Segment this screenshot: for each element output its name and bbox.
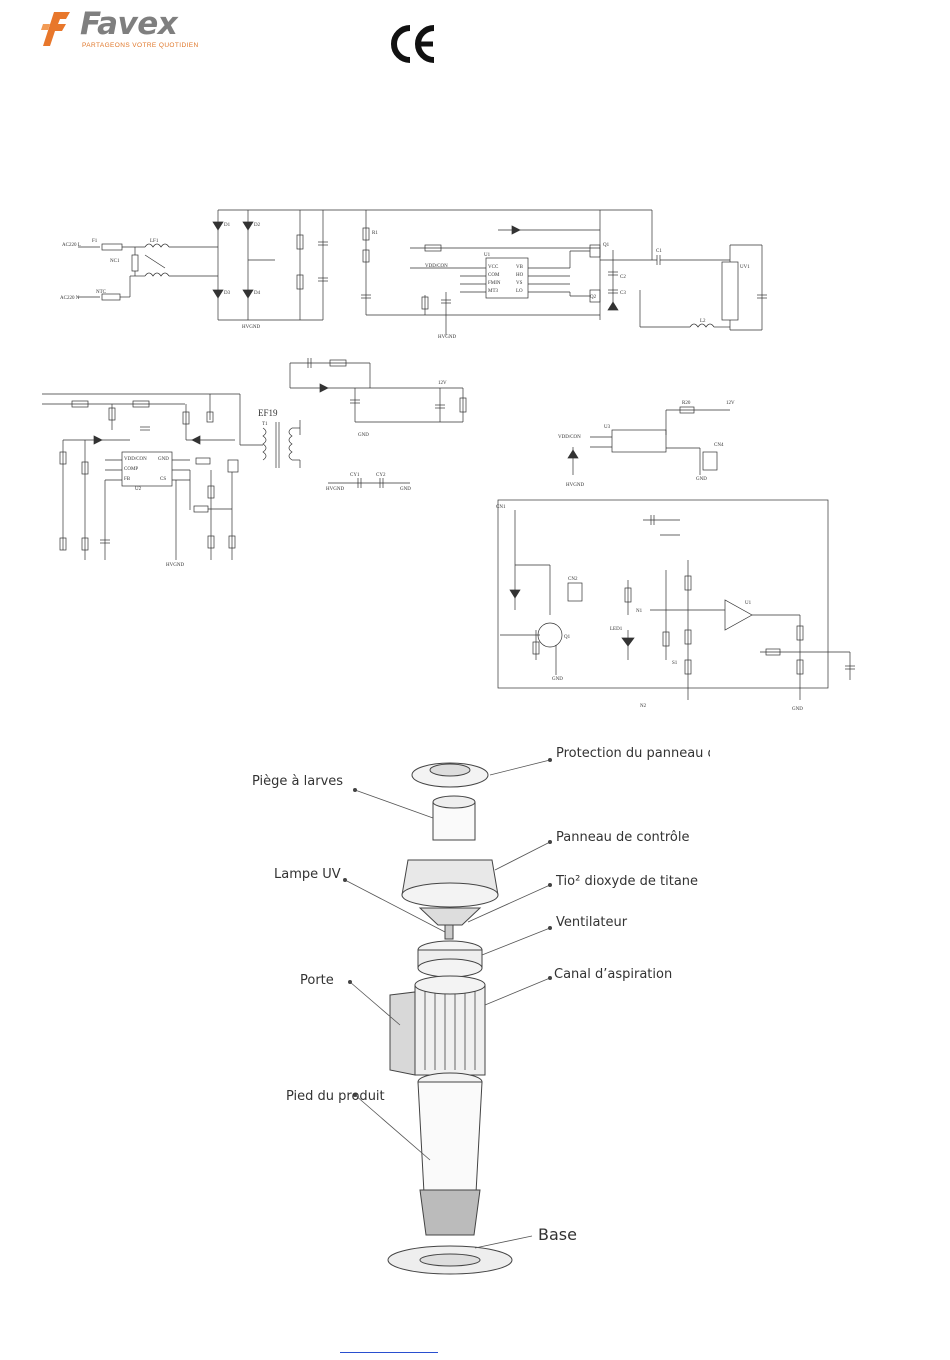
label-ho: HO [516,273,524,278]
label-comp: COMP [124,467,138,472]
label-ef19: EF19 [258,408,278,418]
label-ntc: NTC [96,290,107,295]
label-12v-1: 12V [438,381,447,386]
label-vdd: VDD/CON [425,264,448,269]
label-tio2: Tio² dioxyde de titane [555,874,698,889]
label-q1: Q1 [603,243,610,248]
exploded-product-diagram: Protection du panneau de contrôle Piège … [252,746,710,1275]
label-r20: R20 [682,401,691,406]
footer-link[interactable] [340,1336,438,1353]
label-base: Base [538,1225,577,1244]
label-t1: T1 [262,422,268,427]
label-lf1: LF1 [150,239,159,244]
label-vdd-u2: VDD/CON [124,457,147,462]
label-gnd-u2: GND [158,457,169,462]
label-cn4: CN4 [714,443,724,448]
label-c3: C3 [620,291,626,296]
label-d4: D4 [254,291,261,296]
label-uv1: UV1 [740,265,750,270]
label-u3: U3 [604,425,611,430]
label-n2: N2 [640,704,647,709]
label-acn: AC220 N [60,296,80,301]
label-nc1: NC1 [110,259,120,264]
label-vs: VS [516,281,523,286]
label-gnd-1: GND [358,433,369,438]
label-n1: N1 [636,609,643,614]
label-ventilateur: Ventilateur [556,915,628,930]
label-d2: D2 [254,223,261,228]
label-hvgnd-1: HVGND [242,325,260,330]
label-mt3: MT3 [488,289,499,294]
label-protection: Protection du panneau de contrôle [556,746,710,761]
label-u1: U1 [484,253,491,258]
label-u2: U2 [135,487,142,492]
label-com: COM [488,273,500,278]
label-q1b: Q1 [564,635,571,640]
label-hvgnd-5: HVGND [566,483,584,488]
label-12v-2: 12V [726,401,735,406]
label-cn1: CN1 [496,505,506,510]
label-piege: Piège à larves [252,774,343,789]
label-s1: S1 [672,661,678,666]
label-d1: D1 [224,223,231,228]
label-fb: FB [124,477,131,482]
label-panneau: Panneau de contrôle [556,830,689,845]
label-lo: LO [516,289,523,294]
label-lampe: Lampe UV [274,867,341,882]
label-fmin: FMIN [488,281,501,286]
label-gnd-2: GND [400,487,411,492]
ce-mark-icon [391,25,435,63]
label-pied: Pied du produit [286,1089,385,1104]
label-acl: AC220 L [62,243,81,248]
label-porte: Porte [300,973,334,988]
label-vb: VB [516,265,524,270]
label-hvgnd-4: HVGND [326,487,344,492]
label-cs: CS [160,477,166,482]
label-d3: D3 [224,291,231,296]
label-vcc: VCC [488,265,499,270]
label-c1: C1 [656,249,662,254]
label-l2: L2 [700,319,706,324]
circuit-schematic: AC220 L AC220 N F1 LF1 NC1 NTC D1 D2 D3 … [42,209,855,712]
label-gnd-3: GND [696,477,707,482]
brand-name: Favex [80,6,178,42]
label-f1: F1 [92,239,98,244]
label-r-top: R1 [372,231,378,236]
label-u1b: U1 [745,601,752,606]
label-cn2: CN2 [568,577,578,582]
label-cy2: CY2 [376,473,386,478]
label-canal: Canal d’aspiration [554,967,672,982]
label-vdd-opto: VDD/CON [558,435,581,440]
label-gnd-5: GND [792,707,803,712]
brand-tagline: PARTAGEONS VOTRE QUOTIDIEN [82,42,199,49]
label-gnd-4: GND [552,677,563,682]
label-q2: Q2 [590,295,597,300]
brand-logo: Favex PARTAGEONS VOTRE QUOTIDIEN [40,6,200,50]
label-hvgnd-3: HVGND [166,563,184,568]
label-hvgnd-2: HVGND [438,335,456,340]
label-c2: C2 [620,275,626,280]
label-cy1: CY1 [350,473,360,478]
label-led: LED1 [610,627,623,632]
favex-logo-icon [41,12,70,46]
